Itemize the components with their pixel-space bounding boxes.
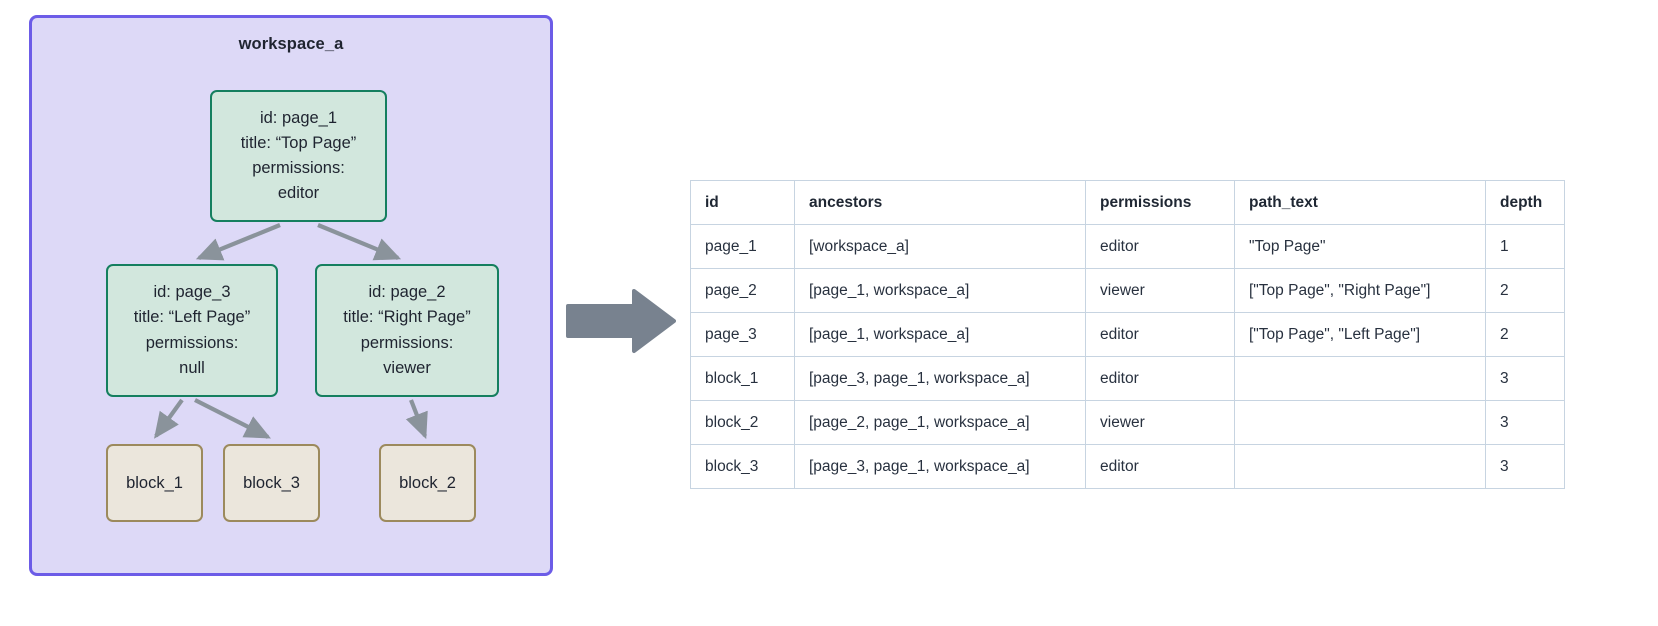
cell-path-text bbox=[1234, 356, 1486, 401]
cell-depth: 1 bbox=[1485, 224, 1565, 269]
cell-permissions: editor bbox=[1085, 444, 1235, 489]
node-page-3-line-2: permissions: bbox=[145, 333, 239, 352]
node-page-1[interactable]: id: page_1 title: “Top Page” permissions… bbox=[210, 90, 387, 222]
node-block-2[interactable]: block_2 bbox=[379, 444, 476, 522]
cell-path-text: "Top Page" bbox=[1234, 224, 1486, 269]
cell-permissions: viewer bbox=[1085, 400, 1235, 445]
column-header-id[interactable]: id bbox=[690, 180, 795, 225]
table-row[interactable]: page_1 [workspace_a] editor "Top Page" 1 bbox=[690, 224, 1565, 269]
cell-depth: 2 bbox=[1485, 268, 1565, 313]
node-page-2[interactable]: id: page_2 title: “Right Page” permissio… bbox=[315, 264, 499, 397]
cell-ancestors: [page_1, workspace_a] bbox=[794, 312, 1086, 357]
table-row[interactable]: page_2 [page_1, workspace_a] viewer ["To… bbox=[690, 268, 1565, 313]
cell-id: page_3 bbox=[690, 312, 795, 357]
node-block-1[interactable]: block_1 bbox=[106, 444, 203, 522]
column-header-permissions[interactable]: permissions bbox=[1085, 180, 1235, 225]
cell-depth: 3 bbox=[1485, 444, 1565, 489]
workspace-title: workspace_a bbox=[238, 35, 344, 53]
cell-permissions: editor bbox=[1085, 312, 1235, 357]
cell-depth: 3 bbox=[1485, 400, 1565, 445]
cell-path-text bbox=[1234, 444, 1486, 489]
table-row[interactable]: block_1 [page_3, page_1, workspace_a] ed… bbox=[690, 356, 1565, 401]
node-page-3[interactable]: id: page_3 title: “Left Page” permission… bbox=[106, 264, 278, 397]
cell-id: block_1 bbox=[690, 356, 795, 401]
cell-depth: 3 bbox=[1485, 356, 1565, 401]
cell-depth: 2 bbox=[1485, 312, 1565, 357]
node-page-1-line-1: title: “Top Page” bbox=[240, 133, 357, 152]
table-row[interactable]: block_3 [page_3, page_1, workspace_a] ed… bbox=[690, 444, 1565, 489]
cell-id: block_2 bbox=[690, 400, 795, 445]
node-block-3-label: block_3 bbox=[243, 473, 300, 492]
edge-page1-page2 bbox=[317, 223, 402, 261]
cell-permissions: editor bbox=[1085, 356, 1235, 401]
cell-permissions: editor bbox=[1085, 224, 1235, 269]
column-header-depth[interactable]: depth bbox=[1485, 180, 1565, 225]
cell-ancestors: [page_2, page_1, workspace_a] bbox=[794, 400, 1086, 445]
node-page-3-line-3: null bbox=[179, 358, 205, 377]
cell-ancestors: [page_1, workspace_a] bbox=[794, 268, 1086, 313]
cell-id: block_3 bbox=[690, 444, 795, 489]
transition-arrow-icon bbox=[566, 289, 676, 353]
cell-id: page_2 bbox=[690, 268, 795, 313]
cell-path-text: ["Top Page", "Left Page"] bbox=[1234, 312, 1486, 357]
edge-page3-block1 bbox=[154, 398, 184, 439]
cell-ancestors: [page_3, page_1, workspace_a] bbox=[794, 444, 1086, 489]
node-page-2-line-2: permissions: bbox=[360, 333, 454, 352]
cell-path-text bbox=[1234, 400, 1486, 445]
node-page-3-line-1: title: “Left Page” bbox=[133, 308, 251, 327]
table-row[interactable]: block_2 [page_2, page_1, workspace_a] vi… bbox=[690, 400, 1565, 445]
edge-page3-block3 bbox=[194, 398, 271, 439]
cell-id: page_1 bbox=[690, 224, 795, 269]
edge-page1-page3 bbox=[195, 223, 281, 261]
node-page-2-line-0: id: page_2 bbox=[368, 283, 446, 302]
cell-path-text: ["Top Page", "Right Page"] bbox=[1234, 268, 1486, 313]
table-header-row: id ancestors permissions path_text depth bbox=[690, 180, 1565, 225]
workspace-container: workspace_a id: page_1 title: “Top Page”… bbox=[29, 15, 553, 576]
table-row[interactable]: page_3 [page_1, workspace_a] editor ["To… bbox=[690, 312, 1565, 357]
cell-ancestors: [workspace_a] bbox=[794, 224, 1086, 269]
node-block-1-label: block_1 bbox=[126, 473, 183, 492]
node-block-3[interactable]: block_3 bbox=[223, 444, 320, 522]
node-page-1-line-2: permissions: bbox=[252, 159, 345, 177]
node-page-1-line-0: id: page_1 bbox=[259, 108, 338, 127]
cell-ancestors: [page_3, page_1, workspace_a] bbox=[794, 356, 1086, 401]
cell-permissions: viewer bbox=[1085, 268, 1235, 313]
node-page-3-line-0: id: page_3 bbox=[153, 283, 231, 302]
column-header-path-text[interactable]: path_text bbox=[1234, 180, 1486, 225]
edge-page2-block2 bbox=[405, 399, 428, 440]
node-page-2-line-1: title: “Right Page” bbox=[343, 308, 471, 327]
column-header-ancestors[interactable]: ancestors bbox=[794, 180, 1086, 225]
node-page-1-line-3: editor bbox=[277, 184, 320, 203]
node-block-2-label: block_2 bbox=[399, 473, 456, 492]
results-table: id ancestors permissions path_text depth… bbox=[690, 180, 1565, 489]
node-page-2-line-3: viewer bbox=[383, 358, 431, 377]
